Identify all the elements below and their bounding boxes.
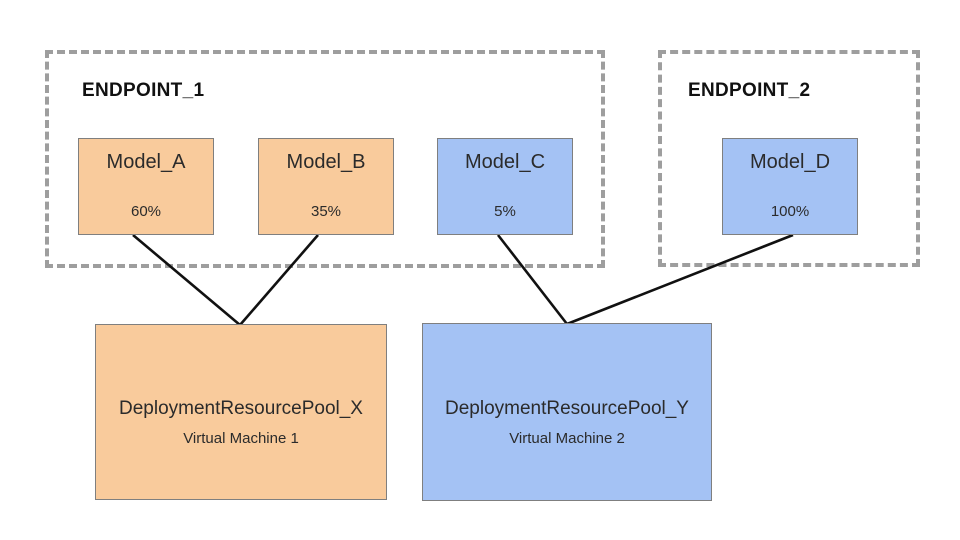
model-c-name: Model_C xyxy=(464,151,546,173)
model-d-name: Model_D xyxy=(749,151,831,173)
pool-y-name: DeploymentResourcePool_Y xyxy=(445,397,689,419)
connector-model-d-to-pool-y xyxy=(566,233,794,326)
pool-x-machine: Virtual Machine 1 xyxy=(183,429,299,447)
endpoint-1-label: ENDPOINT_1 xyxy=(82,80,205,101)
model-d-traffic-split: 100% xyxy=(770,203,810,220)
model-c-traffic-split: 5% xyxy=(494,203,516,220)
endpoint-1-group xyxy=(45,50,605,268)
connector-model-c-to-pool-y xyxy=(496,234,569,325)
endpoint-2-label: ENDPOINT_2 xyxy=(688,80,811,101)
endpoint-2-group xyxy=(658,50,920,267)
pool-x-name: DeploymentResourcePool_X xyxy=(119,397,363,419)
model-b-traffic-split: 35% xyxy=(310,203,342,220)
pool-x-box: DeploymentResourcePool_X Virtual Machine… xyxy=(95,324,387,500)
connector-model-a-to-pool-x xyxy=(132,234,241,326)
pool-y-box: DeploymentResourcePool_Y Virtual Machine… xyxy=(422,323,712,501)
model-a-name: Model_A xyxy=(106,151,186,173)
model-a-box: Model_A 60% xyxy=(78,138,214,235)
model-b-box: Model_B 35% xyxy=(258,138,394,235)
model-c-box: Model_C 5% xyxy=(437,138,573,235)
model-b-name: Model_B xyxy=(286,151,366,173)
model-a-traffic-split: 60% xyxy=(130,203,162,220)
model-d-box: Model_D 100% xyxy=(722,138,858,235)
pool-y-machine: Virtual Machine 2 xyxy=(509,429,625,447)
connector-model-b-to-pool-x xyxy=(239,234,319,326)
